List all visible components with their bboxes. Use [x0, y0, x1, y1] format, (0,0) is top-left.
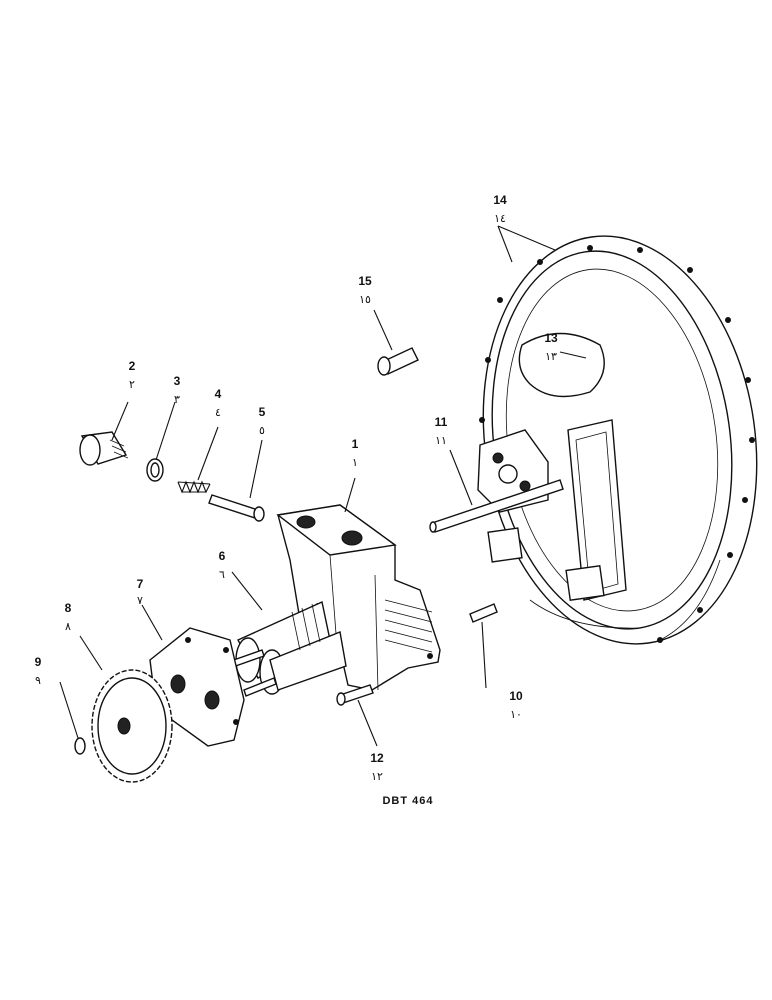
svg-text:12: 12 [370, 751, 384, 765]
svg-text:5: 5 [259, 405, 266, 419]
part-3-washer [146, 458, 164, 482]
svg-text:14: 14 [493, 193, 507, 207]
drawing-reference: DBT 464 [382, 795, 433, 807]
part-12-screw [336, 684, 374, 706]
svg-text:٥: ٥ [259, 424, 265, 437]
svg-text:2: 2 [129, 359, 136, 373]
part-14-housing [477, 235, 758, 645]
callout-8: 8 ٨ [65, 601, 72, 633]
svg-text:11: 11 [435, 415, 448, 429]
callout-9: 9 ٩ [35, 655, 42, 687]
svg-text:١٢: ١٢ [371, 770, 383, 783]
callout-11: 11 ١١ [435, 415, 448, 447]
callout-5: 5 ٥ [259, 405, 266, 437]
svg-text:9: 9 [35, 655, 42, 669]
svg-text:١: ١ [352, 456, 358, 469]
svg-text:٨: ٨ [65, 620, 71, 633]
svg-text:٢: ٢ [129, 378, 135, 391]
callout-3: 3 ٣ [174, 374, 181, 406]
part-4-spring [177, 480, 211, 494]
svg-text:١٤: ١٤ [494, 212, 506, 225]
part-10-dowel [469, 603, 498, 623]
part-6-rotors [227, 601, 347, 697]
svg-text:٣: ٣ [174, 393, 180, 406]
part-5-plunger [208, 494, 265, 522]
svg-text:4: 4 [215, 387, 222, 401]
svg-text:6: 6 [219, 549, 226, 563]
svg-text:10: 10 [509, 689, 523, 703]
callout-4: 4 ٤ [215, 387, 222, 419]
callout-15: 15 ١٥ [358, 274, 372, 306]
svg-text:13: 13 [544, 331, 558, 345]
callout-13: 13 ١٣ [544, 331, 558, 363]
callout-12: 12 ١٢ [370, 751, 384, 783]
callout-7: 7 ٧ [137, 577, 144, 607]
svg-text:١٣: ١٣ [545, 350, 557, 363]
leader-lines [59, 225, 587, 747]
svg-text:١١: ١١ [435, 434, 447, 447]
part-15-plug [377, 347, 419, 376]
svg-text:7: 7 [137, 577, 144, 591]
svg-text:8: 8 [65, 601, 72, 615]
svg-text:١٥: ١٥ [359, 293, 371, 306]
svg-text:٤: ٤ [215, 406, 221, 419]
callout-14: 14 ١٤ [493, 193, 507, 225]
svg-text:١٠: ١٠ [510, 708, 522, 721]
part-9-circlip [74, 737, 86, 755]
svg-text:٩: ٩ [35, 674, 41, 687]
part-11-shaft [429, 479, 564, 533]
callout-1: 1 ١ [352, 437, 359, 469]
svg-text:٦: ٦ [219, 568, 225, 581]
callout-10: 10 ١٠ [509, 689, 523, 721]
callout-2: 2 ٢ [129, 359, 136, 391]
callout-6: 6 ٦ [219, 549, 226, 581]
part-8-gear [91, 669, 173, 783]
svg-text:3: 3 [174, 374, 181, 388]
part-1-pump-body [276, 504, 441, 691]
svg-text:1: 1 [352, 437, 359, 451]
part-2-plug [79, 431, 129, 466]
svg-text:٧: ٧ [137, 594, 143, 607]
svg-text:15: 15 [358, 274, 372, 288]
